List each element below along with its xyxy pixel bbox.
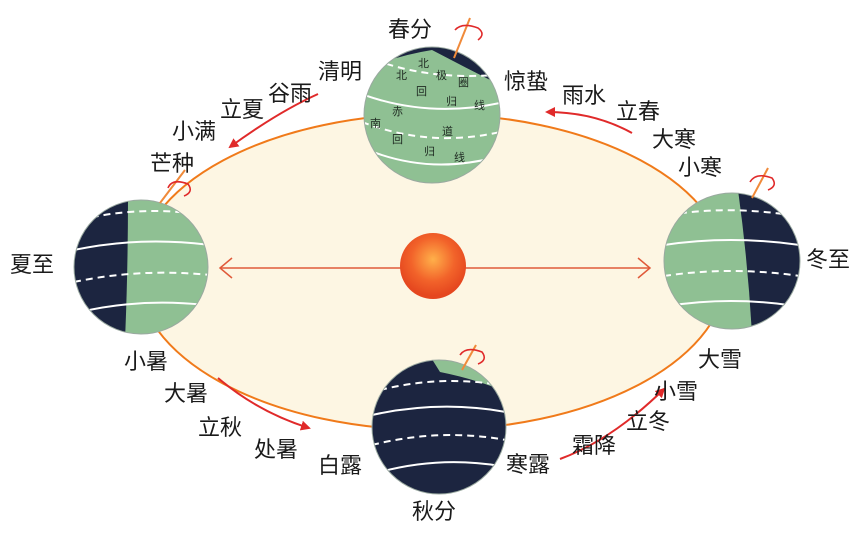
label-bailu: 白露 bbox=[318, 454, 363, 479]
label-liqiu: 立秋 bbox=[198, 416, 243, 441]
label-tropic-capricorn-1: 南 bbox=[370, 117, 381, 130]
earth-axis-top bbox=[453, 17, 471, 59]
label-north-polar-3: 圈 bbox=[458, 76, 469, 89]
label-jingzhe: 惊蛰 bbox=[504, 70, 549, 95]
rotation-icon-bottom bbox=[459, 348, 486, 365]
earth-winter-solstice bbox=[663, 167, 801, 330]
label-guyu: 谷雨 bbox=[268, 82, 313, 107]
label-xiaohan: 小寒 bbox=[678, 156, 723, 181]
label-tropic-capricorn-3: 归 bbox=[424, 145, 435, 158]
label-tropic-cancer-4: 线 bbox=[474, 99, 485, 112]
label-tropic-capricorn-2: 回 bbox=[392, 133, 403, 146]
direction-arrow-top-right bbox=[545, 107, 633, 134]
label-north-polar-1: 北 bbox=[418, 57, 429, 70]
label-north-polar-2: 极 bbox=[436, 69, 447, 82]
direction-arrow-bottom-right bbox=[559, 387, 666, 460]
label-tropic-cancer-1: 北 bbox=[396, 69, 407, 82]
label-xiaoman: 小满 bbox=[172, 120, 217, 145]
label-tropic-capricorn-4: 线 bbox=[454, 151, 465, 164]
sun-ray-left-arrowhead bbox=[218, 257, 233, 279]
sun bbox=[400, 233, 466, 299]
label-mangzhong: 芒种 bbox=[150, 152, 195, 177]
rotation-icon-left bbox=[167, 180, 192, 197]
earth-axis-right bbox=[751, 167, 769, 199]
label-dashu: 大暑 bbox=[164, 382, 209, 407]
earth-axis-left bbox=[159, 169, 186, 204]
label-daxue: 大雪 bbox=[698, 348, 743, 373]
label-autumn-equinox: 秋分 bbox=[412, 500, 457, 525]
sun-ray-right-arrowhead bbox=[637, 257, 652, 279]
earth-summer-solstice bbox=[73, 169, 209, 335]
rotation-icon-top bbox=[454, 24, 483, 41]
label-xiaoshu: 小暑 bbox=[124, 350, 169, 375]
direction-arrow-top-left bbox=[228, 93, 319, 149]
label-yushui: 雨水 bbox=[562, 84, 607, 109]
label-equator-2: 道 bbox=[442, 125, 453, 138]
label-shuangjiang: 霜降 bbox=[572, 434, 617, 459]
rotation-icon-right bbox=[749, 174, 776, 191]
label-chushu: 处暑 bbox=[254, 438, 299, 463]
label-lichun: 立春 bbox=[616, 100, 661, 125]
label-summer-solstice: 夏至 bbox=[10, 253, 55, 278]
label-lidong: 立冬 bbox=[626, 410, 671, 435]
label-xiaoxue: 小雪 bbox=[654, 380, 699, 405]
label-winter-solstice: 冬至 bbox=[806, 248, 851, 273]
label-dahan: 大寒 bbox=[652, 128, 697, 153]
earth-autumn-equinox bbox=[371, 344, 507, 495]
label-qingming: 清明 bbox=[318, 60, 363, 85]
label-tropic-cancer-3: 归 bbox=[446, 95, 457, 108]
label-equator-1: 赤 bbox=[392, 105, 403, 118]
label-spring-equinox: 春分 bbox=[388, 18, 433, 43]
label-tropic-cancer-2: 回 bbox=[416, 85, 427, 98]
earth-spring-equinox bbox=[363, 17, 501, 184]
label-lixia: 立夏 bbox=[220, 98, 265, 123]
label-hanlu: 寒露 bbox=[506, 453, 551, 478]
direction-arrow-bottom-left bbox=[217, 377, 311, 431]
